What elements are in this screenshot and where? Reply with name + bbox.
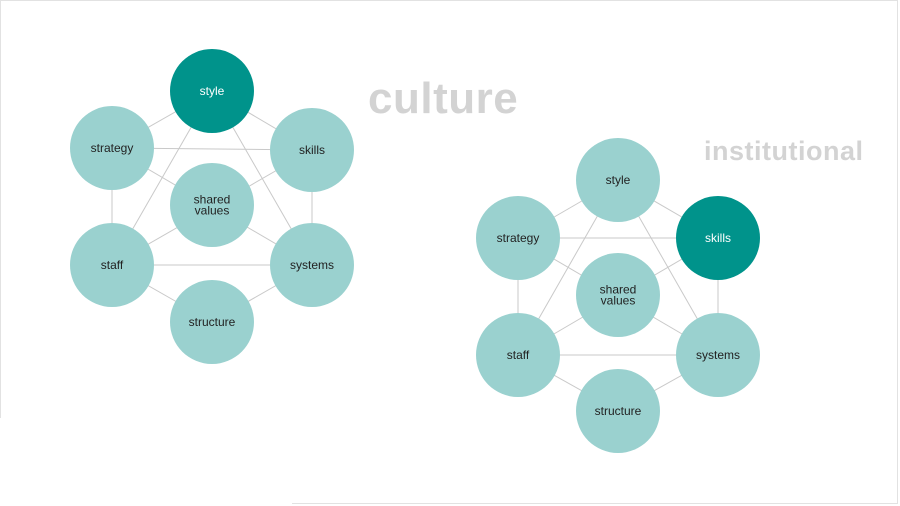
left-node-systems: systems — [270, 223, 354, 307]
right-node-style-label: style — [606, 173, 631, 187]
left-node-shared-label-2: values — [195, 204, 230, 218]
right-node-structure: structure — [576, 369, 660, 453]
left-node-style-circle — [170, 49, 254, 133]
right-node-structure-circle — [576, 369, 660, 453]
left-node-skills-circle — [270, 108, 354, 192]
right-node-skills-circle — [676, 196, 760, 280]
right-node-strategy-circle — [476, 196, 560, 280]
right-node-shared-circle — [576, 253, 660, 337]
right-node-strategy-label: strategy — [497, 231, 540, 245]
left-node-structure-label: structure — [189, 315, 236, 329]
right-node-systems-circle — [676, 313, 760, 397]
right-node-skills: skills — [676, 196, 760, 280]
right-node-systems-label: systems — [696, 348, 740, 362]
right-node-shared-label-1: shared — [600, 283, 637, 297]
right-node-systems: systems — [676, 313, 760, 397]
left-node-strategy: strategy — [70, 106, 154, 190]
left-node-structure-circle — [170, 280, 254, 364]
left-node-strategy-circle — [70, 106, 154, 190]
left-node-systems-label: systems — [290, 258, 334, 272]
left-node-style-label: style — [200, 84, 225, 98]
corner-mask — [0, 418, 292, 506]
left-node-structure: structure — [170, 280, 254, 364]
right-node-staff-circle — [476, 313, 560, 397]
right-node-strategy: strategy — [476, 196, 560, 280]
right-node-structure-label: structure — [595, 404, 642, 418]
right-node-staff-label: staff — [507, 348, 530, 362]
left-node-shared-circle — [170, 163, 254, 247]
left-node-skills-label: skills — [299, 143, 325, 157]
right-node-style-circle — [576, 138, 660, 222]
left-node-skills: skills — [270, 108, 354, 192]
left-node-strategy-label: strategy — [91, 141, 134, 155]
left-node-staff-label: staff — [101, 258, 124, 272]
right-node-staff: staff — [476, 313, 560, 397]
right-node-shared-label-2: values — [601, 294, 636, 308]
right-node-skills-label: skills — [705, 231, 731, 245]
left-node-staff-circle — [70, 223, 154, 307]
left-node-systems-circle — [270, 223, 354, 307]
culture-heading: culture — [368, 74, 519, 123]
left-node-shared-label-1: shared — [194, 193, 231, 207]
left-node-style: style — [170, 49, 254, 133]
institutional-heading: institutional — [704, 136, 864, 166]
left-node-staff: staff — [70, 223, 154, 307]
right-node-style: style — [576, 138, 660, 222]
